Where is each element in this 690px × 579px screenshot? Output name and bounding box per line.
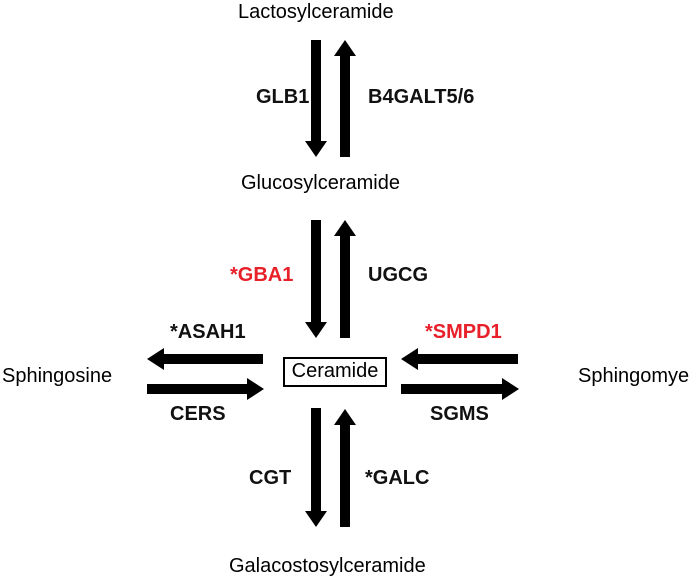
enzyme-b4galt5-6: B4GALT5/6 — [368, 86, 475, 108]
enzyme-gba1: *GBA1 — [230, 264, 294, 286]
node-sphingosine: Sphingosine — [2, 365, 113, 387]
arrow-ceramide-to-sphingosine — [147, 348, 263, 370]
arrow-galacto-to-ceramide — [334, 409, 356, 527]
node-glucosylceramide: Glucosylceramide — [241, 172, 400, 194]
enzyme-asah1: *ASAH1 — [170, 321, 246, 343]
arrow-sphingosine-to-ceramide — [147, 378, 264, 400]
node-lactosylceramide: Lactosylceramide — [238, 1, 394, 23]
arrow-ceramide-to-gluco — [334, 220, 356, 338]
arrow-ceramide-to-galacto — [305, 408, 327, 527]
node-galactosylceramide: Galacostosylceramide — [229, 555, 426, 577]
enzyme-glb1: GLB1 — [256, 86, 310, 108]
enzyme-cgt: CGT — [249, 467, 292, 489]
enzyme-smpd1: *SMPD1 — [425, 321, 502, 343]
enzyme-ugcg: UGCG — [368, 264, 428, 286]
arrow-sphingomyelin-to-ceramide — [401, 348, 518, 370]
arrow-ceramide-to-sphingomyelin — [401, 378, 519, 400]
enzyme-galc: *GALC — [365, 467, 430, 489]
arrow-gluco-to-lacto — [334, 40, 356, 157]
node-ceramide: Ceramide — [283, 357, 387, 387]
arrow-gluco-to-ceramide — [305, 220, 327, 338]
enzyme-cers: CERS — [170, 403, 226, 425]
enzyme-sgms: SGMS — [430, 403, 489, 425]
arrow-lacto-to-gluco — [305, 40, 327, 157]
node-sphingomyelin: Sphingomyelin — [578, 365, 690, 387]
